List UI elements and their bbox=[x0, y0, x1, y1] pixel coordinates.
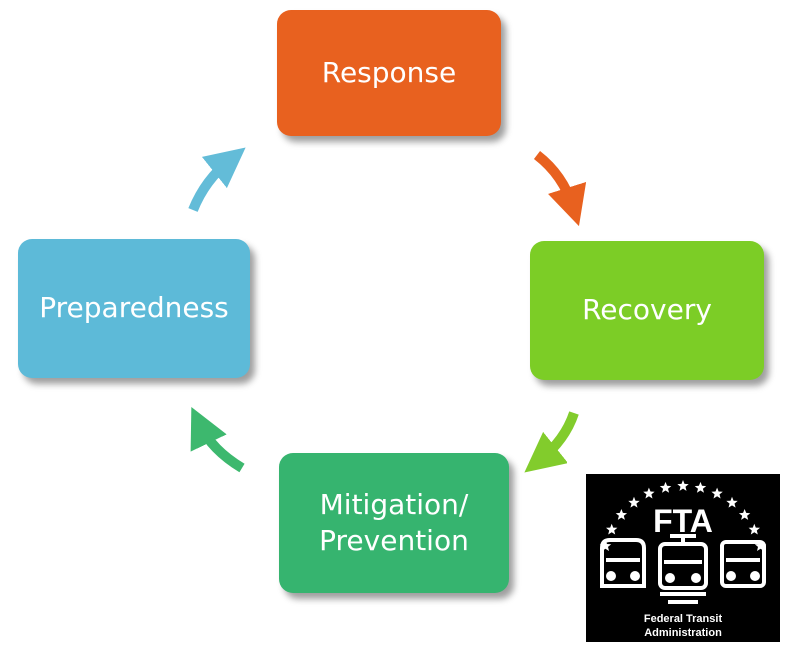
phase-label-response: Response bbox=[321, 55, 457, 89]
phase-label-prevention: Prevention bbox=[319, 524, 469, 557]
star-icon bbox=[677, 480, 689, 491]
star-icon bbox=[726, 496, 738, 508]
logo-acronym: FTA bbox=[653, 503, 713, 539]
arrow-response-to-recovery bbox=[533, 151, 587, 227]
bus-icon bbox=[600, 538, 646, 588]
fta-logo-panel: FTA bbox=[586, 474, 780, 642]
phase-box-mitigation-prevention: Mitigation/ Prevention bbox=[279, 453, 509, 593]
star-icon bbox=[606, 523, 618, 535]
star-icon bbox=[643, 487, 655, 499]
arrow-recovery-to-mitigation bbox=[524, 411, 579, 473]
star-icon bbox=[711, 487, 723, 499]
phase-label-preparedness: Preparedness bbox=[39, 291, 229, 325]
star-icon bbox=[754, 540, 767, 551]
arrow-preparedness-to-response bbox=[188, 147, 246, 212]
star-icon bbox=[694, 481, 707, 493]
arrow-mitigation-to-preparedness bbox=[190, 406, 245, 473]
phase-label-mitigation: Mitigation/ bbox=[319, 487, 469, 521]
logo-name-line-1: Federal Transit bbox=[644, 613, 723, 625]
phase-label-recovery: Recovery bbox=[582, 293, 712, 327]
star-icon bbox=[659, 481, 672, 493]
star-icon bbox=[738, 509, 751, 520]
logo-name-line-2: Administration bbox=[644, 627, 722, 639]
star-arc bbox=[599, 480, 767, 551]
train-icon bbox=[658, 534, 708, 604]
star-icon bbox=[748, 523, 760, 535]
star-icon bbox=[628, 496, 640, 508]
phase-box-recovery: Recovery bbox=[530, 241, 764, 380]
star-icon bbox=[615, 509, 628, 520]
fta-logo: FTA bbox=[567, 459, 798, 655]
phase-box-preparedness: Preparedness bbox=[18, 239, 250, 378]
bus-icon bbox=[720, 540, 766, 588]
phase-box-response: Response bbox=[277, 10, 501, 136]
star-icon bbox=[599, 540, 612, 551]
